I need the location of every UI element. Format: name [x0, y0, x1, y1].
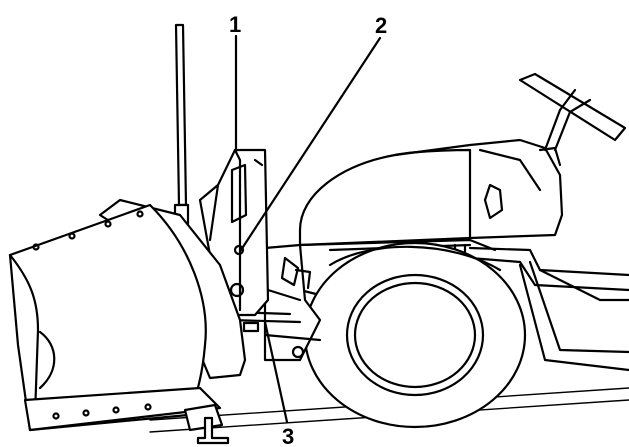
callout-2-label: 2 — [375, 13, 387, 38]
callout-1-label: 1 — [229, 12, 241, 37]
marker-rod — [173, 23, 190, 242]
callout-3-label: 3 — [282, 424, 294, 447]
plow-blade — [8, 198, 247, 445]
callout-leaders — [234, 34, 382, 424]
mount-frame — [228, 243, 322, 362]
front-wheel — [303, 241, 527, 429]
